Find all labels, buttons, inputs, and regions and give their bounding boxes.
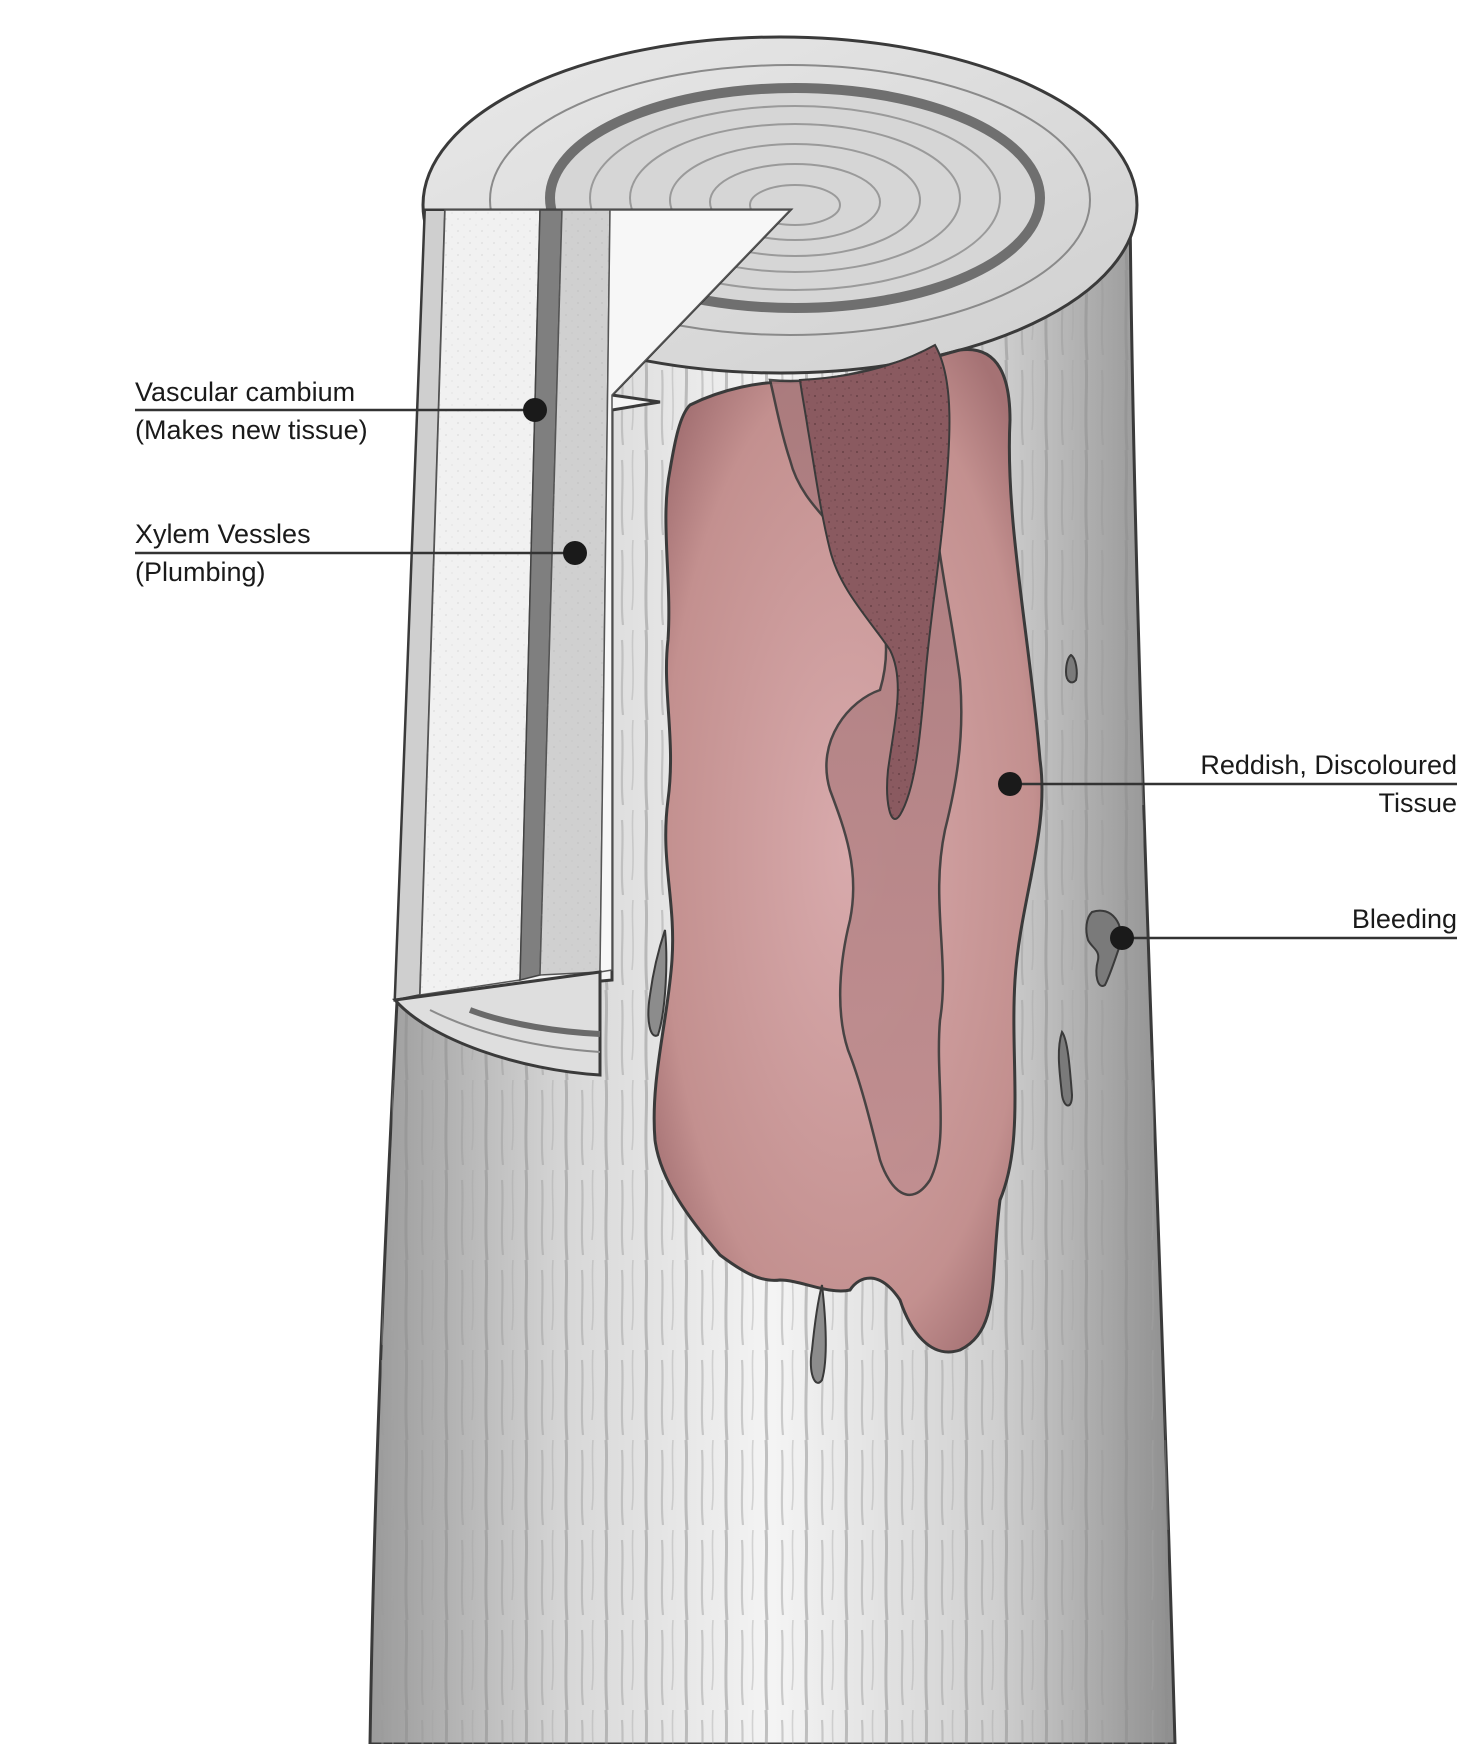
label-vascular-cambium-title: Vascular cambium: [135, 377, 356, 407]
cutaway-section: [392, 208, 794, 1077]
label-xylem-vessels: Xylem Vessles (Plumbing): [135, 515, 311, 591]
label-xylem-vessels-subtitle: (Plumbing): [135, 557, 266, 587]
label-vascular-cambium: Vascular cambium (Makes new tissue): [135, 373, 368, 449]
label-vascular-cambium-subtitle: (Makes new tissue): [135, 415, 368, 445]
callout-leader-lines: [135, 398, 1457, 950]
label-discoloured-tissue-line2: Tissue: [1378, 788, 1457, 818]
bleeding-spots: [1057, 653, 1123, 1107]
marker-discoloured-tissue: [998, 772, 1022, 796]
label-bleeding: Bleeding: [1352, 900, 1457, 938]
marker-xylem-vessels: [563, 541, 587, 565]
label-bleeding-title: Bleeding: [1351, 904, 1457, 934]
label-xylem-vessels-title: Xylem Vessles: [135, 519, 311, 549]
marker-vascular-cambium: [523, 398, 547, 422]
label-discoloured-tissue: Reddish, Discoloured Tissue: [1200, 746, 1457, 822]
discoloured-tissue-region: [647, 343, 1044, 1384]
marker-bleeding: [1110, 926, 1134, 950]
label-discoloured-tissue-line1: Reddish, Discoloured: [1200, 750, 1457, 780]
